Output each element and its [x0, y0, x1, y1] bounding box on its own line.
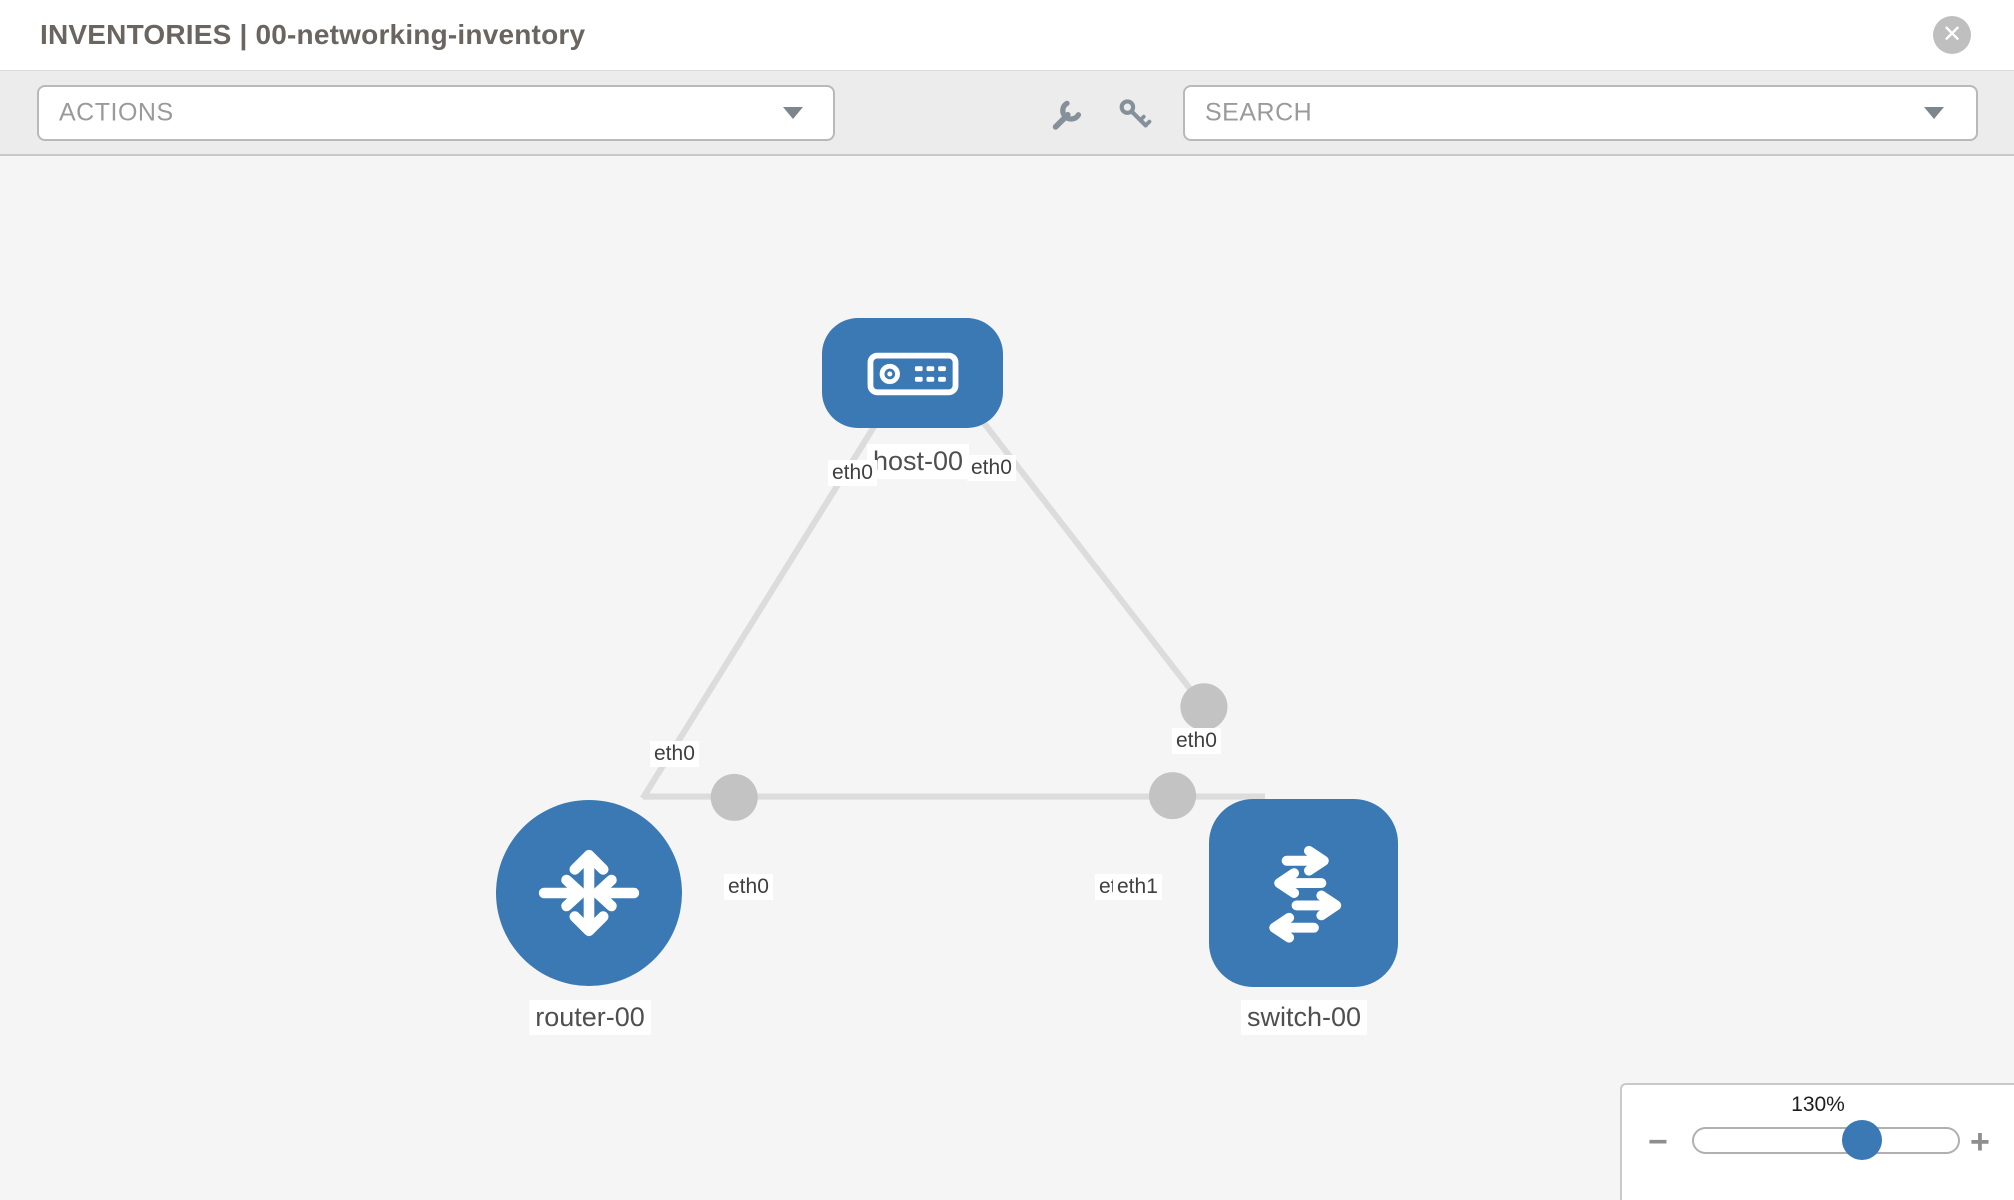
- zoom-slider-track[interactable]: [1692, 1120, 1960, 1160]
- chevron-down-icon: [783, 107, 803, 119]
- zoom-out-button[interactable]: −: [1648, 1123, 1668, 1161]
- node-switch-00[interactable]: [1209, 799, 1398, 987]
- switch-icon: [1268, 845, 1341, 943]
- node-host-00[interactable]: [822, 318, 1003, 428]
- node-label-router: router-00: [529, 1000, 651, 1035]
- host-icon: [867, 352, 958, 396]
- toolbar: ACTIONS SEARCH: [0, 71, 2014, 156]
- search-dropdown[interactable]: SEARCH: [1183, 85, 1978, 141]
- zoom-slider-thumb[interactable]: [1842, 1120, 1882, 1160]
- interface-label-switch-eth0-top: eth0: [1172, 728, 1221, 754]
- node-router-00[interactable]: [496, 800, 682, 986]
- topology-canvas[interactable]: host-00 router-00 switch-00 eth0 eth0 et…: [0, 156, 2014, 1200]
- header: INVENTORIES | 00-networking-inventory ✕: [0, 0, 2014, 71]
- node-label-host: host-00: [866, 444, 970, 479]
- interface-label-switch-eth1: eth1: [1113, 874, 1162, 900]
- router-icon: [538, 849, 640, 937]
- interface-label-router-eth0-top: eth0: [650, 741, 699, 767]
- wrench-icon[interactable]: [1048, 95, 1086, 133]
- interface-connector-switch-top: [1180, 683, 1228, 731]
- search-dropdown-label: SEARCH: [1205, 98, 1313, 127]
- zoom-in-button[interactable]: +: [1970, 1123, 1990, 1161]
- close-icon: ✕: [1941, 21, 1963, 48]
- node-label-switch: switch-00: [1240, 1000, 1368, 1035]
- actions-dropdown[interactable]: ACTIONS: [37, 85, 835, 141]
- topology-links-layer: [640, 344, 1265, 821]
- close-button[interactable]: ✕: [1933, 16, 1971, 54]
- interface-label-host-eth0-right: eth0: [967, 455, 1016, 481]
- interface-label-host-eth0-left: eth0: [828, 460, 877, 486]
- interface-label-router-eth0-right: eth0: [724, 874, 773, 900]
- chevron-down-icon: [1924, 107, 1944, 119]
- zoom-panel: 130% − +: [1620, 1083, 2014, 1200]
- actions-dropdown-label: ACTIONS: [59, 98, 174, 127]
- page-title: INVENTORIES | 00-networking-inventory: [40, 19, 586, 50]
- interface-connector-switch-left: [1149, 772, 1197, 820]
- interface-connector-router: [710, 773, 758, 821]
- zoom-percent-value: 130%: [1791, 1093, 1845, 1116]
- key-icon[interactable]: [1116, 95, 1154, 133]
